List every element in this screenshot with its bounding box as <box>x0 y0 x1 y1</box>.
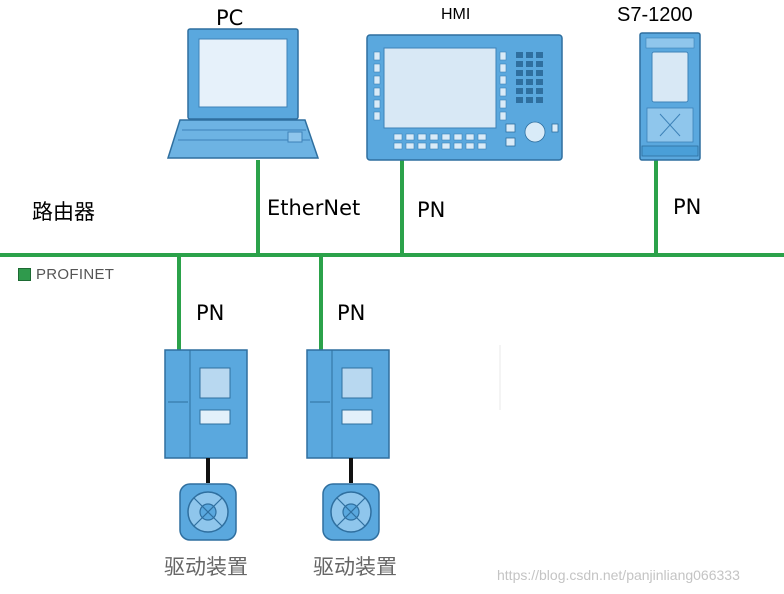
profinet-label: PROFINET <box>36 266 115 283</box>
pn-label-drive-1: PN <box>196 301 225 325</box>
profinet-square-icon <box>18 268 31 281</box>
s7-1200-label: S7-1200 <box>617 4 693 26</box>
pc-label: PC <box>216 6 244 30</box>
drive-controller-icon-2 <box>306 349 390 483</box>
s7-1200-plc-icon <box>639 32 701 161</box>
pn-label-drive-2: PN <box>337 301 366 325</box>
drive-label-2: 驱动装置 <box>313 555 397 579</box>
watermark: https://blog.csdn.net/panjinliang066333 <box>497 567 740 583</box>
hmi-label: HMI <box>441 6 471 23</box>
profinet-legend: PROFINET <box>18 266 114 283</box>
ethernet-label: EtherNet <box>267 196 361 220</box>
router-label: 路由器 <box>32 200 95 224</box>
drive-controller-icon-1 <box>164 349 248 483</box>
drive-label-1: 驱动装置 <box>164 555 248 579</box>
hmi-panel-icon <box>366 34 563 161</box>
network-lines <box>0 160 784 350</box>
pn-label-hmi: PN <box>417 198 446 222</box>
pn-label-s7: PN <box>673 195 702 219</box>
motor-icon-1 <box>179 483 237 541</box>
motor-icon-2 <box>322 483 380 541</box>
pc-computer-icon <box>166 28 320 159</box>
